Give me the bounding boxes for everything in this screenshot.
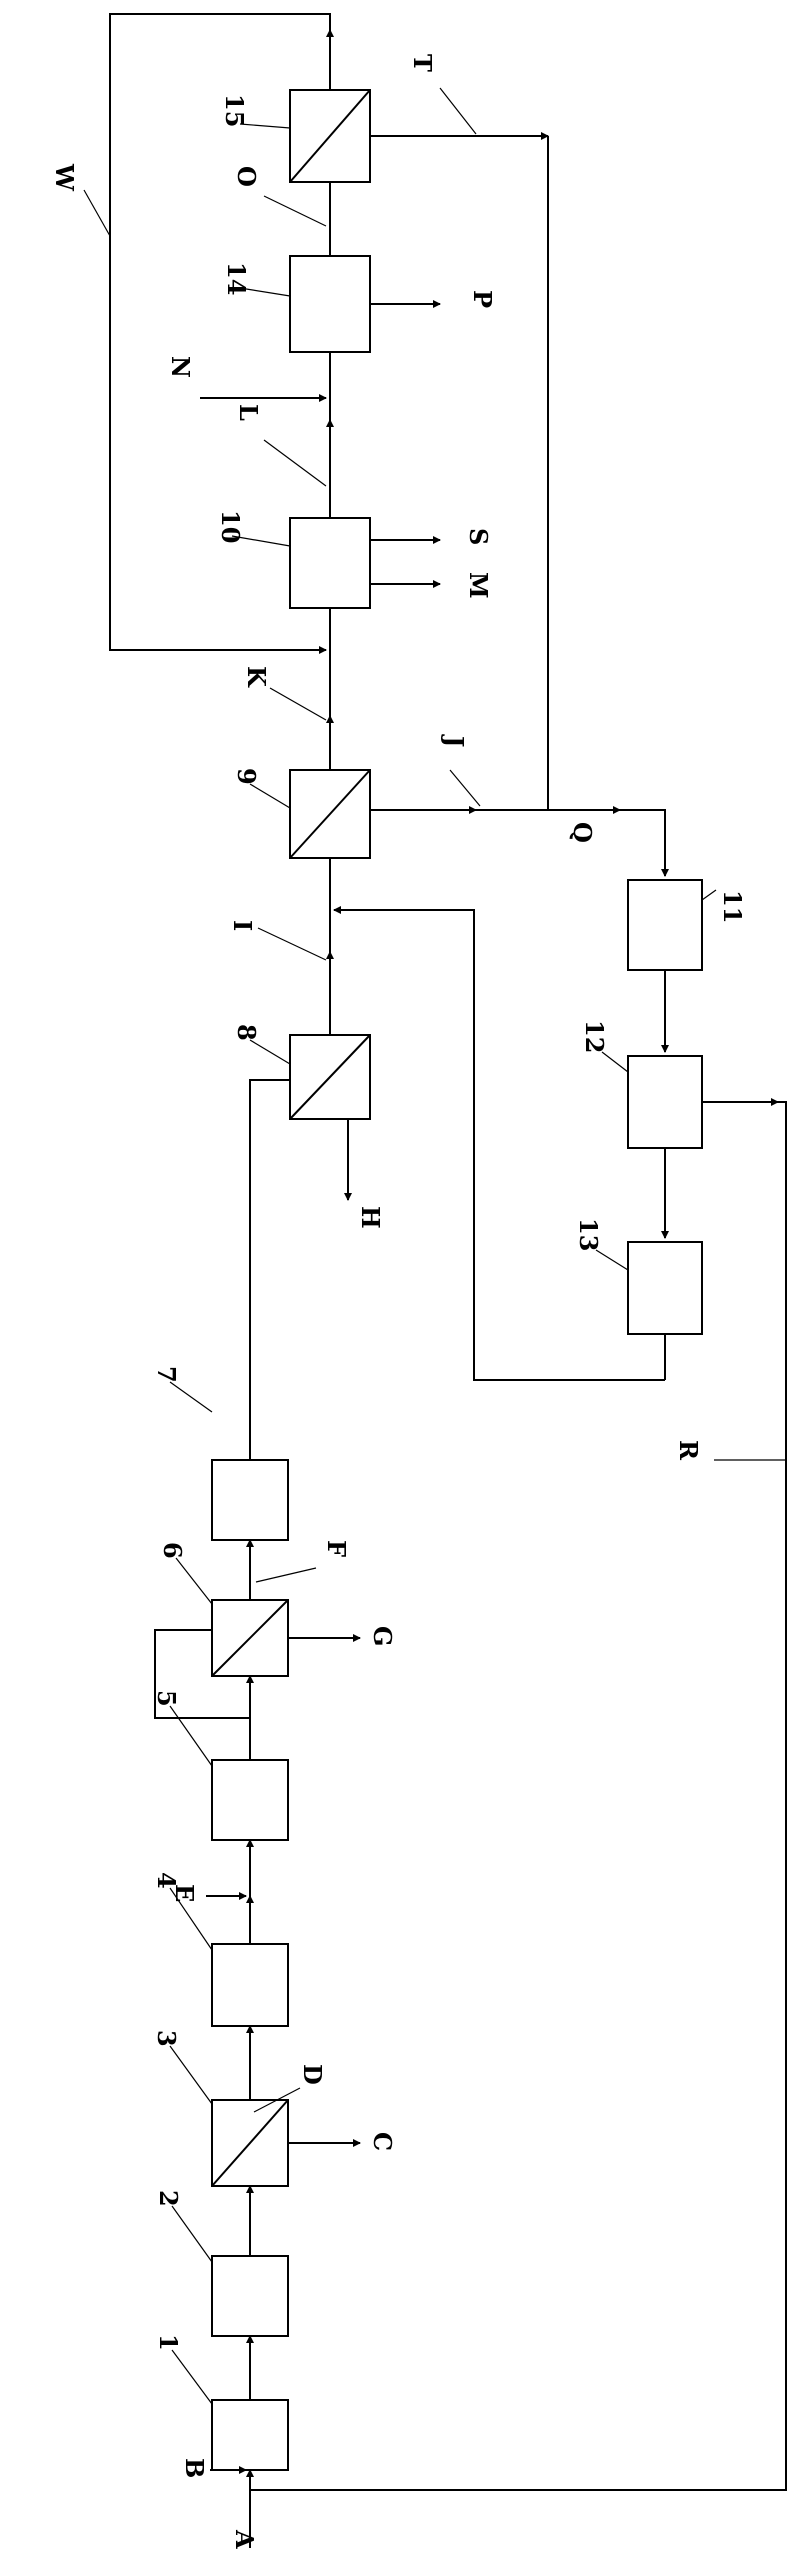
unit-6-separator (211, 1599, 289, 1677)
unit-13-box (627, 1241, 703, 1335)
label-unit-14: 14 (222, 262, 251, 295)
leader-lines (83, 87, 786, 2405)
label-unit-7: 7 (152, 1366, 181, 1383)
recycle-stream-w (109, 13, 331, 654)
label-stream-s: S (464, 528, 493, 545)
main-process-line (154, 29, 334, 2548)
label-stream-d: D (298, 2064, 327, 2085)
label-stream-k: K (242, 666, 271, 688)
unit-7-box (211, 1459, 289, 1541)
label-unit-13: 13 (574, 1218, 603, 1251)
unit-12-box (627, 1055, 703, 1149)
label-stream-g: G (368, 1626, 397, 1647)
unit-1-box (211, 2399, 289, 2471)
unit-11-box (627, 879, 703, 971)
label-stream-w: W (50, 163, 79, 192)
unit-9-separator (289, 769, 371, 859)
label-stream-l: L (234, 404, 263, 421)
label-stream-b: B (180, 2458, 209, 2478)
label-stream-t: T (408, 54, 437, 72)
label-unit-4: 4 (152, 1872, 181, 1889)
unit-10-box (289, 517, 371, 609)
recycle-from-13 (333, 906, 666, 1381)
label-stream-i: I (228, 920, 257, 931)
label-stream-r: R (674, 1440, 703, 1461)
label-stream-e: E (170, 1884, 199, 1902)
unit-3-separator (211, 2099, 289, 2187)
unit-15-separator (289, 89, 371, 183)
unit-5-box (211, 1759, 289, 1841)
label-unit-11: 11 (718, 890, 747, 923)
recycle-stream-r (250, 1098, 787, 2491)
label-unit-3: 3 (152, 2030, 181, 2047)
stream-j-line (370, 806, 669, 877)
label-stream-m: M (464, 572, 493, 599)
stream-t-line (370, 132, 549, 810)
label-stream-a: A (230, 2529, 259, 2549)
label-stream-f: F (322, 1540, 351, 1557)
label-unit-10: 10 (216, 510, 245, 543)
label-unit-2: 2 (154, 2190, 183, 2207)
label-stream-h: H (356, 1206, 385, 1229)
label-unit-6: 6 (158, 1542, 187, 1559)
unit-8-separator (289, 1034, 371, 1120)
label-stream-c: C (368, 2132, 397, 2151)
label-unit-9: 9 (232, 768, 261, 785)
unit-14-box (289, 255, 371, 353)
label-unit-1: 1 (154, 2334, 183, 2351)
label-stream-q: Q (568, 822, 597, 843)
label-stream-p: P (468, 290, 497, 308)
unit-2-box (211, 2255, 289, 2337)
label-stream-j: J (440, 734, 469, 747)
label-unit-12: 12 (580, 1020, 609, 1053)
unit-4-box (211, 1943, 289, 2027)
label-unit-15: 15 (220, 94, 249, 127)
label-unit-8: 8 (232, 1024, 261, 1041)
label-stream-o: O (232, 166, 261, 187)
label-stream-n: N (166, 356, 195, 378)
label-unit-5: 5 (152, 1690, 181, 1707)
